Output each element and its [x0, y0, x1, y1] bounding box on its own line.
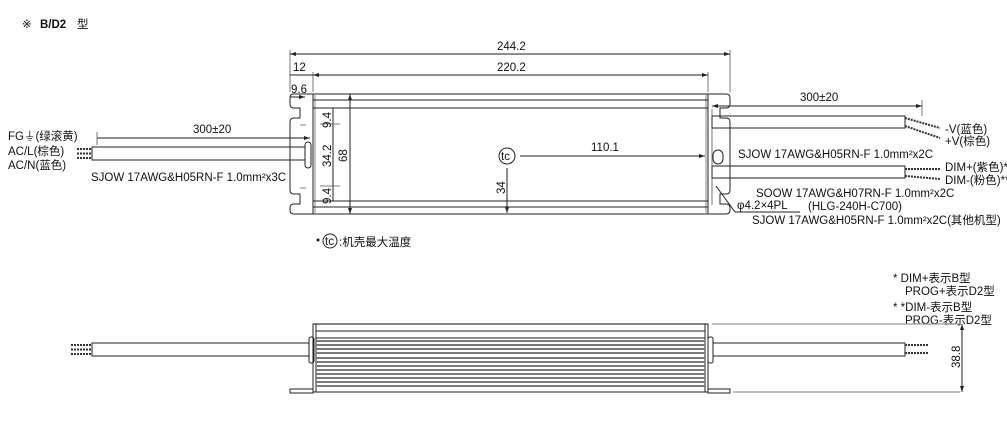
wire-label-dim-pos: DIM+(紫色)*	[945, 160, 1007, 174]
tc-note: tc :机壳最大温度	[316, 233, 412, 249]
wire-label-neg-v: -V(蓝色)	[945, 122, 987, 136]
tc-y-label: 34	[496, 181, 508, 194]
right-slot	[712, 149, 724, 165]
model-notes: * DIM+表示B型 PROG+表示D2型 * *DIM-表示B型 PROG-表…	[893, 271, 995, 327]
heat-sink-fins	[316, 340, 705, 387]
title-symbol: ※	[22, 19, 32, 31]
input-cable-length: 300±20	[193, 124, 231, 136]
bracket-offset-label: 12	[293, 62, 306, 74]
side-input-cable	[91, 342, 310, 357]
note-prog-pos: PROG+表示D2型	[905, 284, 995, 298]
tc-point-label: tc	[501, 151, 510, 163]
tc-point-icon	[498, 147, 516, 165]
drawing-title: ※ B/D2 型	[22, 17, 89, 31]
side-output-cable	[712, 342, 906, 357]
width-label: 68	[338, 149, 350, 162]
hole-spacing-bottom-label: 9.4	[322, 187, 334, 204]
body-length-label: 220.2	[497, 62, 526, 74]
right-bracket	[708, 93, 731, 215]
left-gland	[304, 141, 312, 169]
overall-length-label: 244.2	[497, 41, 526, 53]
note-dim-pos: * DIM+表示B型	[893, 271, 971, 285]
hole-spacing-mid-label: 34.2	[322, 145, 334, 167]
case-body	[312, 93, 709, 215]
title-model: B/D2	[40, 19, 66, 31]
input-cable-spec: SJOW 17AWG&H05RN-F 1.0mm²x3C	[91, 172, 286, 184]
output-cable: 300±20 -V(蓝色) +V(棕色) SJOW 17AWG&H05RN-F …	[711, 92, 990, 205]
wire-label-acl: AC/L(棕色)	[8, 144, 64, 158]
mounting-holes-label: φ4.2×4PL	[737, 200, 788, 212]
note-dim-neg: * *DIM-表示B型	[893, 300, 972, 314]
wire-label-acn: AC/N(蓝色)	[8, 158, 66, 172]
input-cable: 300±20 FG⏚(绿滚黄) AC/L(棕色) AC/N(蓝色) SJOW 1…	[8, 124, 310, 184]
height-label: 38.8	[951, 346, 963, 368]
dim-cable-model-c700: (HLG-240H-C700)	[808, 201, 902, 213]
dim-cable-spec-other: SJOW 17AWG&H05RN-F 1.0mm²x2C(其他机型)	[752, 213, 1001, 227]
tc-x-label: 110.1	[591, 142, 619, 154]
hole-offset-label: 9.6	[291, 84, 307, 96]
note-prog-neg: PROG-表示D2型	[905, 313, 992, 327]
top-view: 244.2 220.2 12 9.6 9.4 34.2 9.4 68 tc 11…	[8, 41, 1007, 327]
tc-note-symbol: tc	[325, 236, 334, 248]
output-cable-length: 300±20	[800, 92, 838, 104]
wire-label-fg: FG⏚(绿滚黄)	[8, 129, 78, 143]
side-view: 38.8	[71, 323, 964, 394]
left-bracket	[289, 93, 313, 215]
wire-label-pos-v: +V(棕色)	[945, 134, 990, 148]
wire-label-dim-neg: DIM-(粉色)**	[945, 173, 1007, 187]
hole-spacing-top-label: 9.4	[322, 111, 334, 128]
output-cable-spec: SJOW 17AWG&H05RN-F 1.0mm²x2C	[738, 149, 933, 161]
tc-note-text: :机壳最大温度	[339, 235, 412, 249]
dim-cable-spec-c700: SOOW 17AWG&H07RN-F 1.0mm²x2C	[756, 188, 954, 200]
title-suffix: 型	[77, 17, 89, 31]
dim-cable: DIM+(紫色)* DIM-(粉色)** SOOW 17AWG&H07RN-F …	[711, 160, 1007, 227]
